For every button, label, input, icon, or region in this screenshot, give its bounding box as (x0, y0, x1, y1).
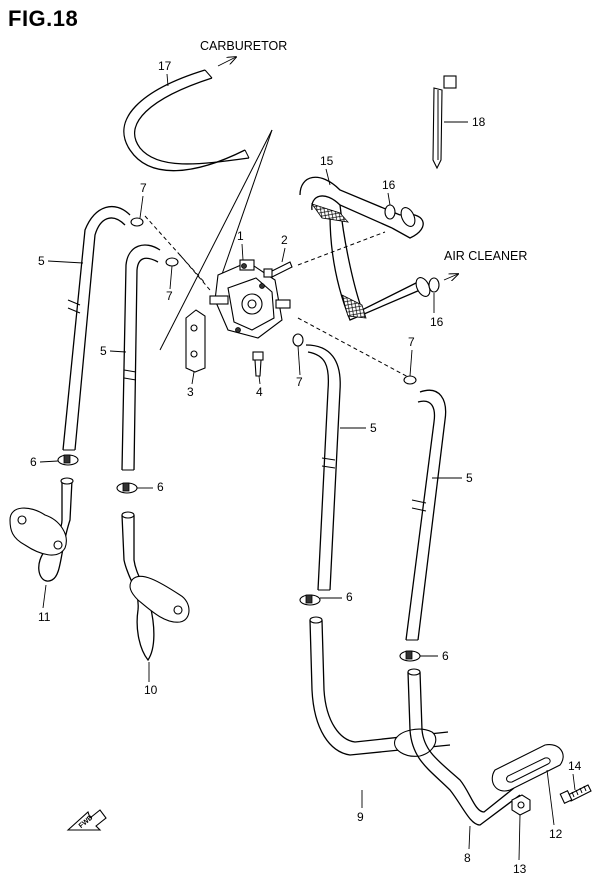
callout-6-a: 6 (30, 455, 37, 469)
part-13-nut (511, 794, 531, 816)
callout-18: 18 (472, 115, 486, 129)
callout-8: 8 (464, 851, 471, 865)
part-12-gasket (491, 744, 564, 792)
pipe-10 (121, 511, 190, 662)
callout-7-d: 7 (408, 335, 415, 349)
carburetor-label: CARBURETOR (200, 39, 287, 53)
callout-13: 13 (513, 862, 527, 876)
figure-title: FIG.18 (8, 6, 79, 31)
hose-5-c (305, 344, 341, 591)
callout-14: 14 (568, 759, 582, 773)
clamp-6-c (299, 594, 321, 606)
pipe-11 (9, 477, 74, 582)
part-14-bolt (559, 784, 592, 804)
callout-15: 15 (320, 154, 334, 168)
hose-5-d (405, 389, 447, 641)
callout-6-d: 6 (442, 649, 449, 663)
part-2-bolt (263, 261, 293, 278)
clamp-6-b (116, 482, 138, 494)
callout-7-a: 7 (140, 181, 147, 195)
clamp-7-b (165, 257, 179, 267)
hose-17 (123, 57, 250, 172)
pipe-8 (407, 668, 521, 826)
assembly-dash-lines (144, 215, 411, 379)
callout-11: 11 (38, 610, 51, 624)
hose-15 (299, 176, 458, 321)
fwd-arrow-icon: FWD (66, 809, 107, 831)
detail-leader-lines (159, 129, 273, 351)
air-cleaner-label: AIR CLEANER (444, 249, 527, 263)
part-18-sensor (432, 75, 457, 170)
callout-3: 3 (187, 385, 194, 399)
clamp-16-upper (384, 204, 396, 220)
clamp-16-lower (428, 277, 440, 293)
callout-6-b: 6 (157, 480, 164, 494)
callout-16-lower: 16 (430, 315, 444, 329)
callout-5-b: 5 (100, 344, 107, 358)
callout-10: 10 (144, 683, 158, 697)
clamp-6-a (57, 454, 79, 466)
callout-5-a: 5 (38, 254, 45, 268)
callout-7-b: 7 (166, 289, 173, 303)
clamp-7-a (130, 217, 144, 227)
callout-5-d: 5 (466, 471, 473, 485)
part-4-bolt (252, 351, 264, 377)
clamp-7-c (292, 333, 304, 347)
callout-7-c: 7 (296, 375, 303, 389)
clamp-7-d (403, 375, 417, 385)
callout-2: 2 (281, 233, 288, 247)
pipe-9 (309, 616, 451, 757)
clamp-6-d (399, 650, 421, 662)
callout-9: 9 (357, 810, 364, 824)
callout-12: 12 (549, 827, 563, 841)
hose-5-a (62, 206, 131, 451)
part-3-bracket (185, 309, 206, 373)
part-1-valve (209, 259, 291, 339)
callout-4: 4 (256, 385, 263, 399)
callout-17: 17 (158, 59, 172, 73)
callout-6-c: 6 (346, 590, 353, 604)
callout-16-upper: 16 (382, 178, 396, 192)
callout-1: 1 (237, 229, 244, 243)
hose-5-b (121, 244, 161, 471)
callout-5-c: 5 (370, 421, 377, 435)
